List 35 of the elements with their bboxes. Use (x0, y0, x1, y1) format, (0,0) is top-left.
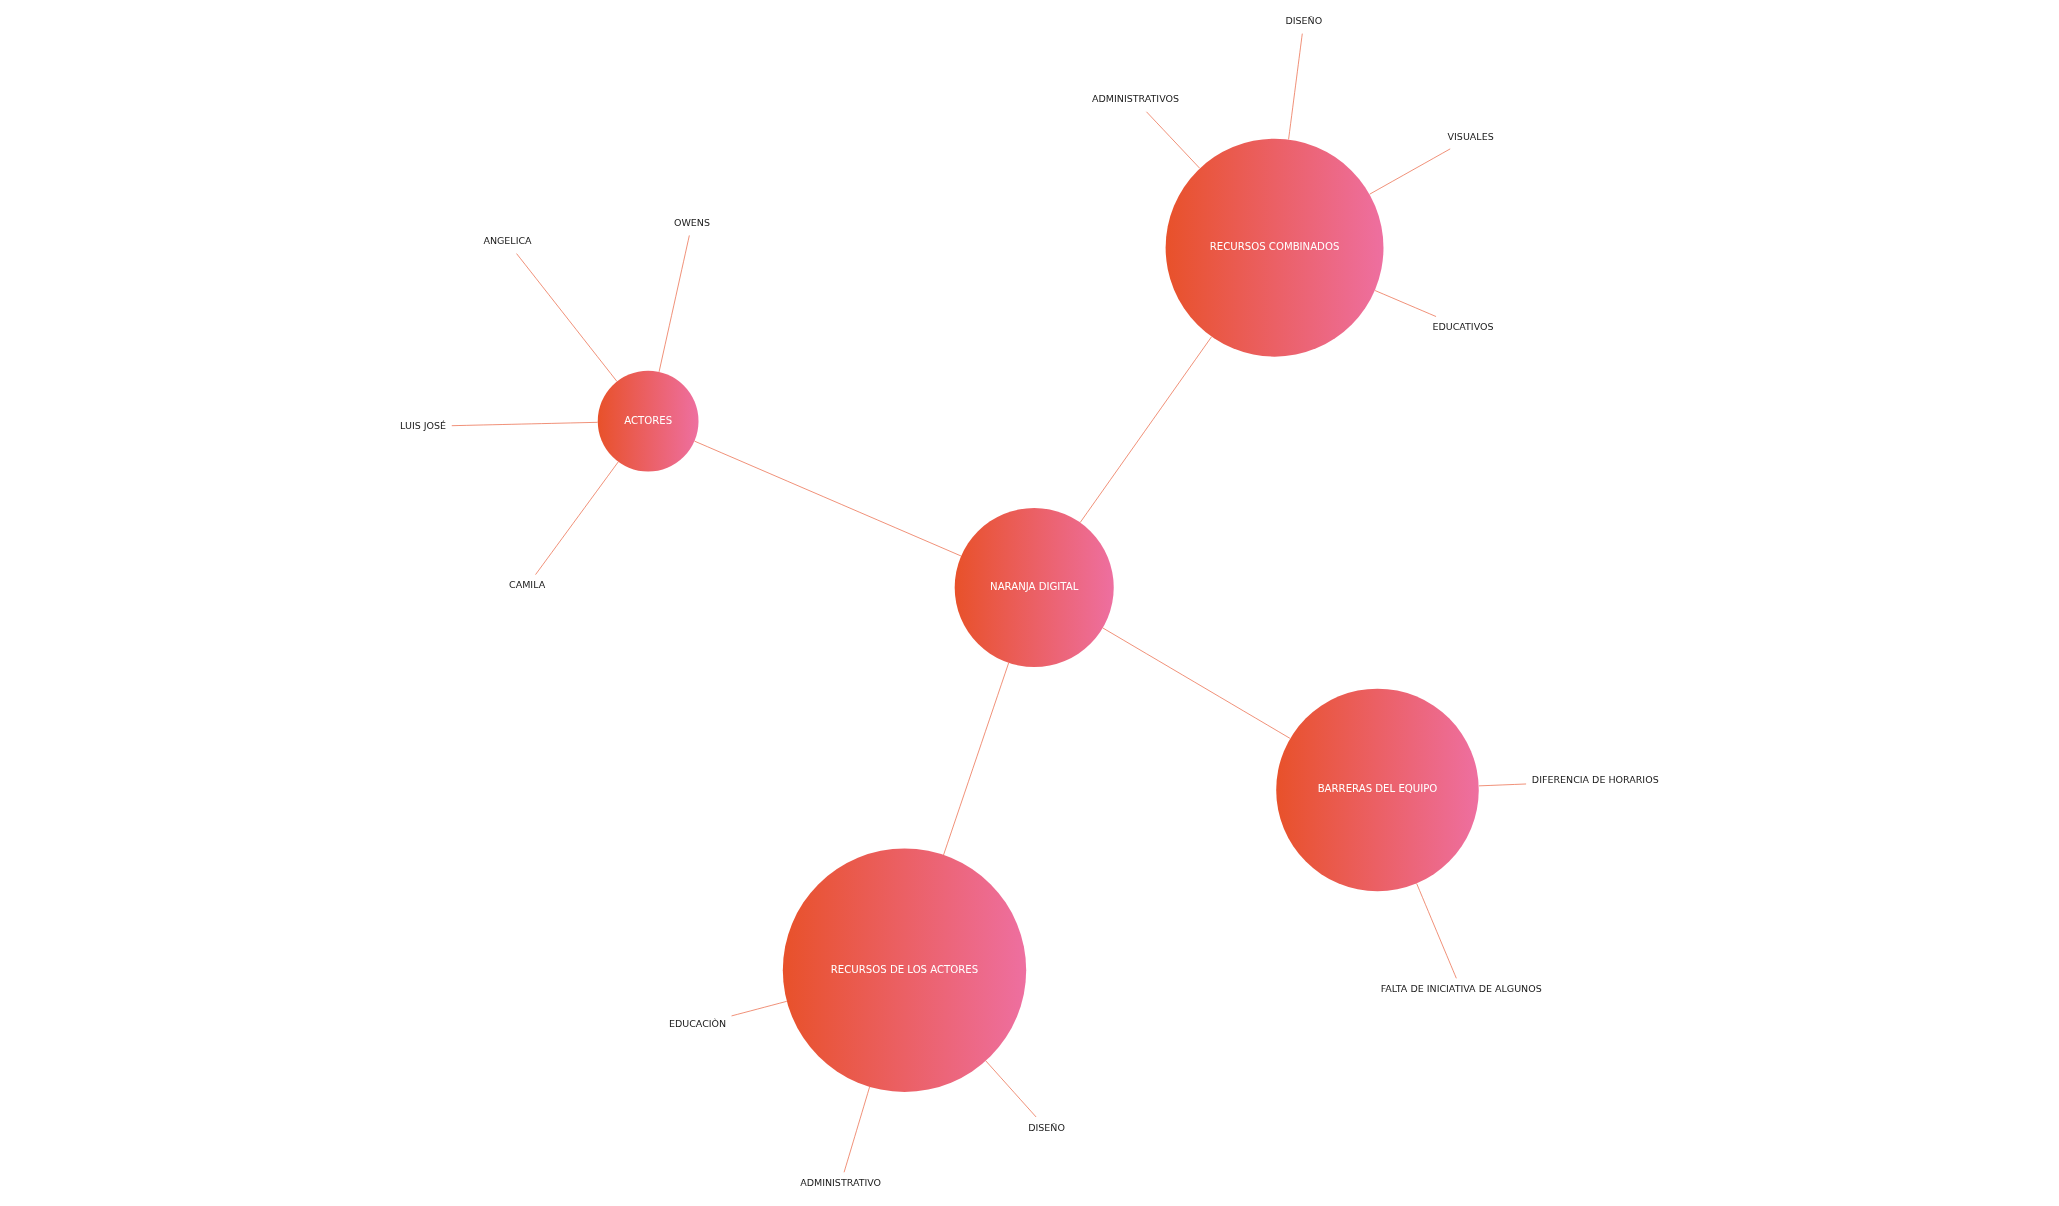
connector (1374, 290, 1437, 317)
connector (943, 662, 1009, 856)
node-text: OWENS (673, 217, 710, 229)
connector (451, 422, 598, 426)
connector (1369, 148, 1451, 195)
connector (535, 461, 619, 575)
node-text: DISEÑO (1028, 1121, 1065, 1133)
node-text: LUIS JOSÉ (400, 419, 447, 431)
connector (985, 1060, 1037, 1118)
node-text: EDUCATIVOS (1432, 321, 1494, 333)
connector (1478, 783, 1527, 787)
connector (694, 440, 962, 557)
connector (843, 1086, 870, 1173)
connector (1288, 33, 1303, 140)
node-circle: RECURSOS DE LOS ACTORES (782, 848, 1027, 1092)
node-text: ADMINISTRATIVOS (1092, 93, 1179, 105)
connector (1146, 111, 1201, 169)
node-text: CAMILA (509, 579, 546, 591)
node-circle: NARANJA DIGITAL (954, 507, 1114, 668)
node-text: VISUALES (1447, 130, 1494, 142)
connector (516, 253, 618, 382)
node-text: ANGELICA (483, 235, 532, 247)
node-text: ADMINISTRATIVO (800, 1177, 882, 1189)
connector (1102, 627, 1291, 739)
node-text: DISEÑO (1285, 15, 1323, 27)
connector (1416, 883, 1457, 979)
connector (1079, 336, 1212, 523)
node-text: FALTA DE INICIATIVA DE ALGUNOS (1380, 983, 1542, 995)
node-text: EDUCACIÒN (668, 1018, 727, 1030)
connector (731, 1001, 788, 1017)
node-circle: ACTORES (597, 370, 699, 472)
connector (658, 235, 690, 373)
node-circle: BARRERAS DEL EQUIPO (1276, 688, 1479, 892)
node-text: DIFERENCIA DE HORARIOS (1531, 774, 1659, 786)
node-circle: RECURSOS COMBINADOS (1165, 138, 1384, 357)
